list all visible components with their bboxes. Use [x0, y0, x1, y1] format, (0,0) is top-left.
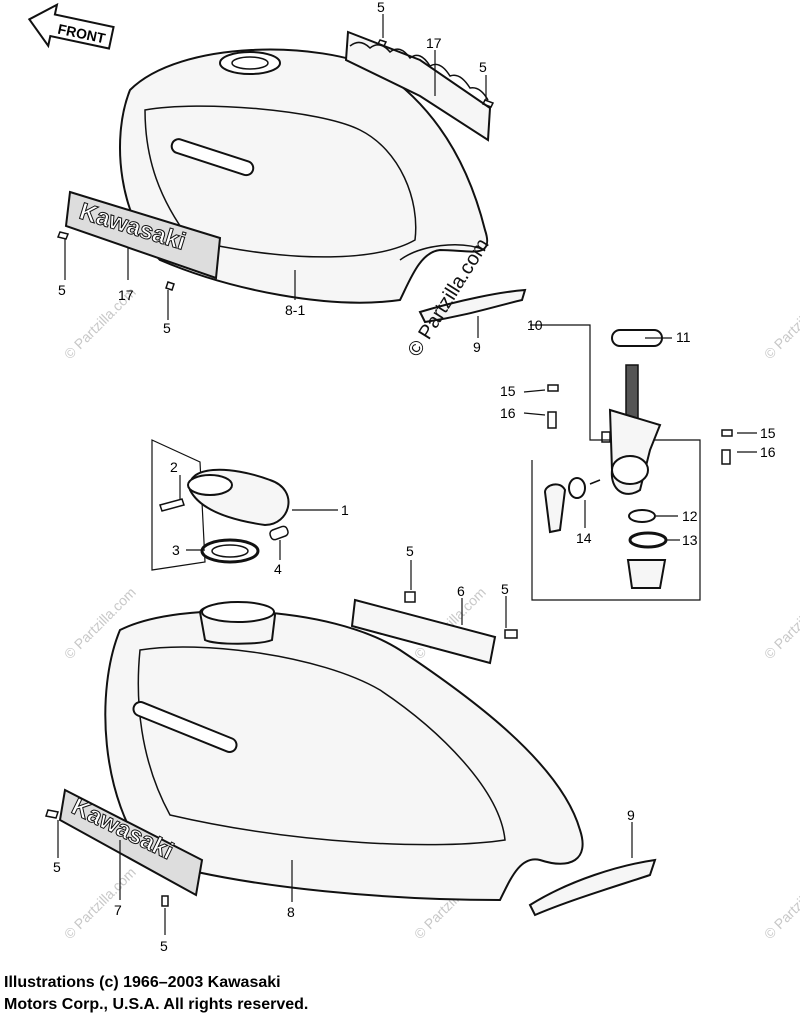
callout-5: 5 — [406, 543, 414, 559]
lower-fuel-tank — [104, 601, 584, 902]
callout-8: 8 — [287, 904, 295, 920]
front-arrow-icon: FRONT — [27, 2, 115, 50]
fuel-cap-assembly — [151, 439, 290, 571]
bracket-lower — [528, 858, 657, 917]
callout-15: 15 — [500, 383, 516, 399]
callout-6: 6 — [457, 583, 465, 599]
copyright-caption: Illustrations (c) 1966–2003 Kawasaki Mot… — [4, 972, 564, 1016]
callout-9: 9 — [627, 807, 635, 823]
callout-12: 12 — [682, 508, 698, 524]
callout-8-1: 8-1 — [285, 302, 305, 318]
watermark-text: © Partzilla.com — [761, 284, 800, 362]
callout-7: 7 — [114, 902, 122, 918]
watermark-text: © Partzilla.com — [761, 864, 800, 942]
callout-17: 17 — [426, 35, 442, 51]
bracket-upper — [418, 288, 527, 324]
callout-5: 5 — [160, 938, 168, 954]
callout-10: 10 — [527, 317, 543, 333]
side-strip-lower — [350, 598, 497, 665]
callout-16: 16 — [500, 405, 516, 421]
callout-labels: 5 17 5 5 17 5 8-1 9 10 11 15 16 15 16 2 … — [53, 0, 776, 954]
callout-11: 11 — [676, 329, 691, 345]
callout-15: 15 — [760, 425, 776, 441]
callout-5: 5 — [501, 581, 509, 597]
callout-4: 4 — [274, 561, 282, 577]
fuel-cock-assembly — [530, 324, 733, 601]
caption-line-1: Illustrations (c) 1966–2003 Kawasaki — [4, 974, 281, 991]
caption-line-2: Motors Corp., U.S.A. All rights reserved… — [4, 996, 309, 1013]
screws-upper — [56, 39, 495, 291]
watermark-text: © Partzilla.com — [61, 864, 139, 942]
callout-5: 5 — [479, 59, 487, 75]
callout-5: 5 — [53, 859, 61, 875]
callout-14: 14 — [576, 530, 592, 546]
callout-5: 5 — [58, 282, 66, 298]
callout-3: 3 — [172, 542, 180, 558]
watermark-text: © Partzilla.com — [761, 584, 800, 662]
callout-5: 5 — [377, 0, 385, 15]
callout-16: 16 — [760, 444, 776, 460]
callout-17: 17 — [118, 287, 134, 303]
leader-lines — [57, 14, 757, 935]
callout-2: 2 — [170, 459, 178, 475]
rubber-strip-upper — [344, 30, 492, 142]
callout-1: 1 — [341, 502, 349, 518]
callout-9: 9 — [473, 339, 481, 355]
screws-lower — [45, 591, 518, 907]
callout-5: 5 — [163, 320, 171, 336]
callout-13: 13 — [682, 532, 698, 548]
